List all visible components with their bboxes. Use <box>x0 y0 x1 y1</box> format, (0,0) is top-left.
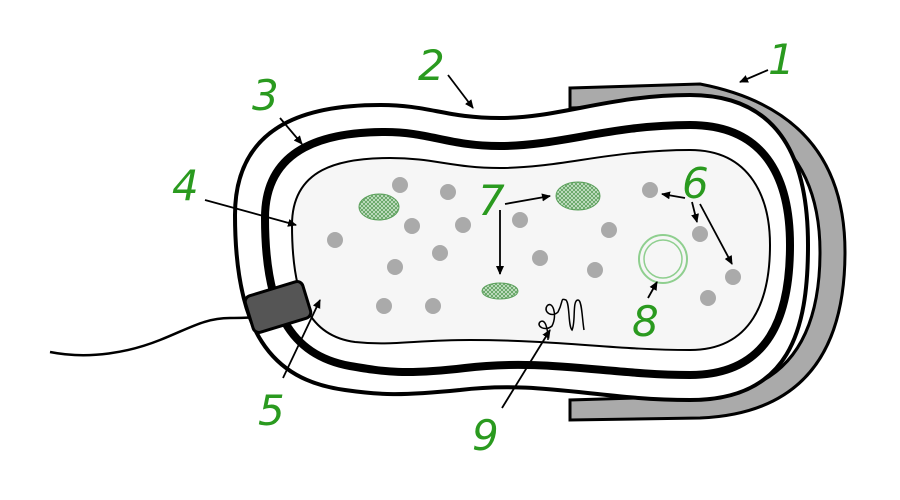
label-2: 2 <box>418 41 445 90</box>
flagellum-motor <box>243 280 313 334</box>
capsule <box>568 82 847 422</box>
label-9: 9 <box>472 411 499 460</box>
label-8: 8 <box>632 297 659 346</box>
inclusion-granules <box>327 177 741 314</box>
label-6: 6 <box>682 159 709 208</box>
label-4: 4 <box>172 161 199 210</box>
cell-membrane <box>290 148 772 352</box>
labels: 1 2 3 4 5 6 7 8 9 <box>172 35 795 460</box>
label-3: 3 <box>252 71 279 120</box>
mesosome <box>538 298 585 341</box>
flagellum <box>49 315 259 357</box>
plasmid-ring <box>638 234 688 284</box>
label-1: 1 <box>768 35 795 84</box>
label-7: 7 <box>478 176 505 225</box>
label-5: 5 <box>258 386 285 435</box>
leader-lines <box>204 69 769 409</box>
hatched-ovals <box>358 181 601 300</box>
